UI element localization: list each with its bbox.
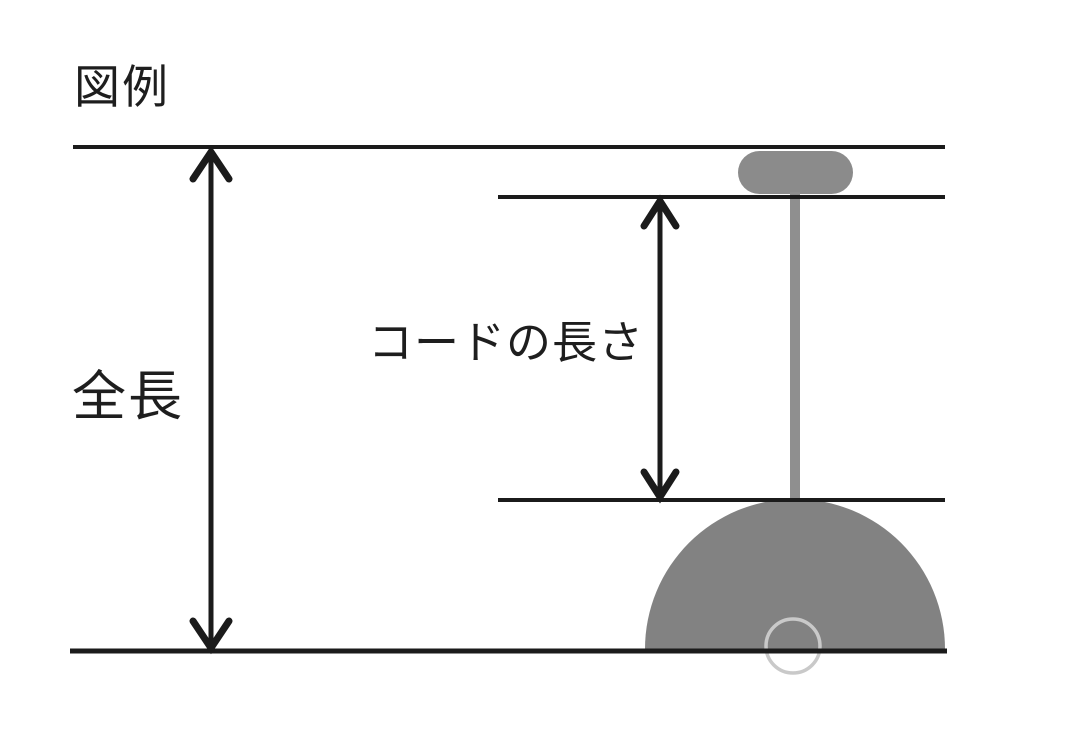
lamp-cord-shape [790,192,800,505]
cord-length-arrowhead-down-icon [640,468,680,504]
lamp-shade-dome-shape [645,499,945,649]
total-length-label: 全長 [72,367,184,427]
total-length-arrowhead-up-icon [189,145,233,183]
cord-length-arrowhead-up-icon [640,194,680,230]
cord-length-arrow [640,194,680,504]
legend-title: 図例 [74,61,170,113]
total-length-arrowhead-down-icon [189,617,233,655]
cord-length-label: コードの長さ [368,317,645,368]
lamp-bulb-outline [764,617,822,675]
total-length-arrow [189,145,233,655]
lamp-canopy-shape [738,151,853,194]
